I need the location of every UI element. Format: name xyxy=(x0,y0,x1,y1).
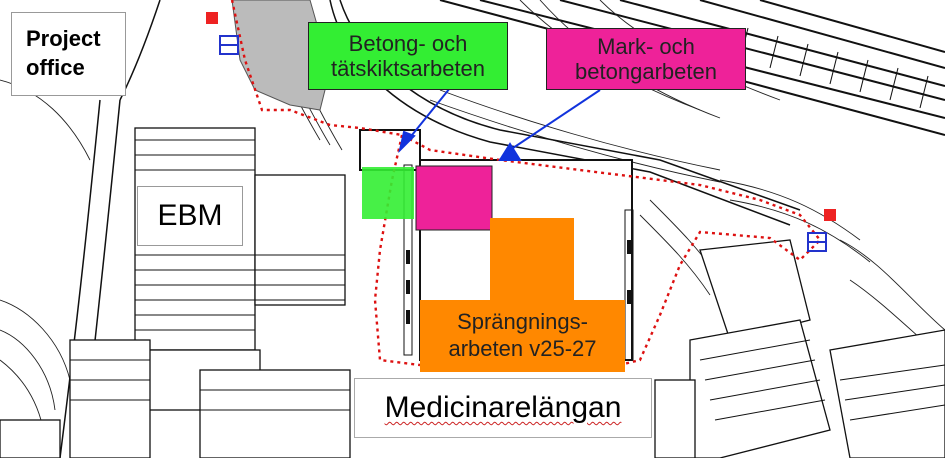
pink-zone xyxy=(415,165,493,231)
east-hatch xyxy=(699,339,945,421)
green-zone xyxy=(362,167,414,219)
sprangning-label: Sprängnings- arbeten v25-27 xyxy=(448,308,597,362)
rail-ties xyxy=(739,27,929,109)
medicinarelangan-text: Medicinarelängan xyxy=(384,391,622,424)
grey-slope-area xyxy=(231,0,331,111)
gate-icon-west xyxy=(206,12,239,55)
pointer-arrows xyxy=(398,87,601,161)
gate-icon-east xyxy=(807,209,836,252)
mark-betong-label: Mark- och betongarbeten xyxy=(546,28,746,90)
medicinarelangan-label: Medicinarelängan xyxy=(354,378,652,438)
building-wall-marks xyxy=(403,164,634,361)
project-office-label: Project office xyxy=(11,12,126,96)
orange-zone xyxy=(420,218,625,372)
ebm-label: EBM xyxy=(137,186,243,246)
south-hatch xyxy=(70,359,350,411)
ebm-hatch xyxy=(135,139,345,331)
site-boundary xyxy=(230,0,822,367)
betong-tatskikt-label: Betong- och tätskiktsarbeten xyxy=(308,22,508,90)
